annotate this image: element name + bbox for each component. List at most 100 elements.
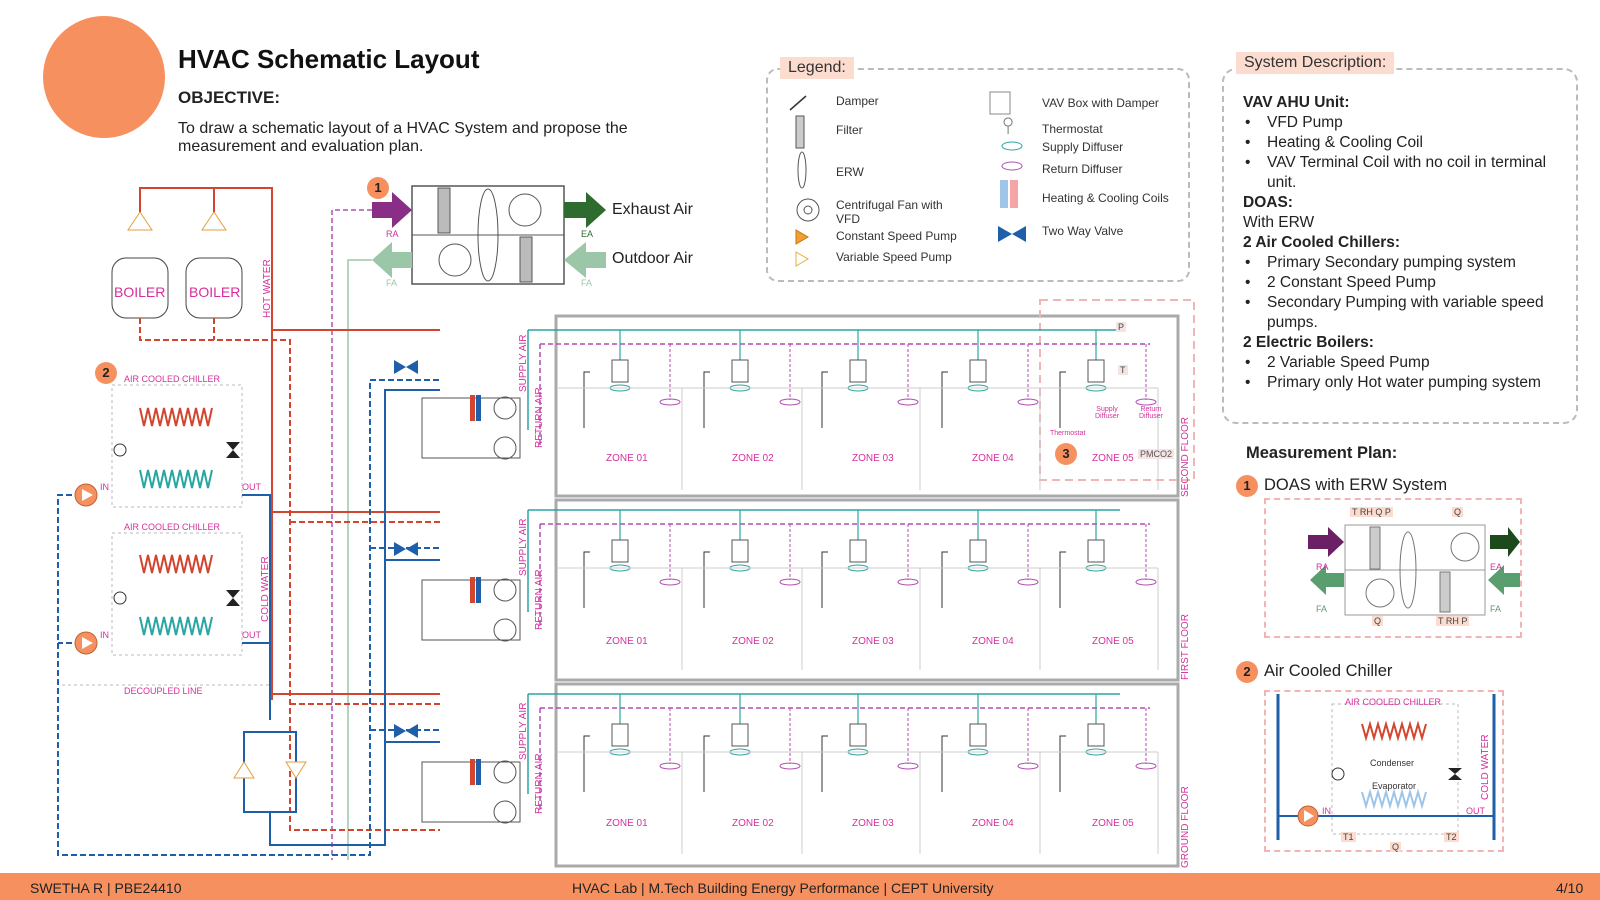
chiller-bullet: Secondary Pumping with variable speed pu… <box>1245 293 1573 333</box>
chiller-bullet: Primary Secondary pumping system <box>1245 253 1573 273</box>
zone-label: ZONE 04 <box>972 453 1014 464</box>
return-air-label-2: RETURN AIR <box>534 387 545 448</box>
floor-ahu-2 <box>421 395 521 460</box>
return-diffuser <box>897 578 919 586</box>
vav-box <box>849 723 867 747</box>
footer-course: HVAC Lab | M.Tech Building Energy Perfor… <box>572 880 994 896</box>
fa-label-2: FA <box>581 278 593 288</box>
mp-t2: T2 <box>1444 832 1459 842</box>
vav-box <box>1087 359 1105 383</box>
return-diffuser <box>659 578 681 586</box>
boiler-1: BOILER <box>114 284 166 300</box>
cold-water-label: COLD WATER <box>260 556 271 622</box>
legend-vav: VAV Box with Damper <box>1042 96 1159 110</box>
return-diffuser <box>659 398 681 406</box>
return-diffuser <box>1135 398 1157 406</box>
floor-label-first: FIRST FLOOR <box>1180 614 1191 680</box>
doas-tag-1: T RH Q P <box>1350 507 1393 517</box>
decoupled-line-label: DECOUPLED LINE <box>124 686 203 696</box>
thermostat-wire <box>941 371 948 428</box>
legend-constant-pump: Constant Speed Pump <box>836 229 957 243</box>
legend-variable-pump: Variable Speed Pump <box>836 250 952 264</box>
chiller-label-1: AIR COOLED CHILLER <box>124 374 221 384</box>
return-diffuser <box>897 398 919 406</box>
return-diffuser <box>1135 762 1157 770</box>
vav-box <box>611 723 629 747</box>
marker-3: 3 <box>1055 443 1077 465</box>
mp-q: Q <box>1390 842 1402 852</box>
marker-2: 2 <box>95 362 117 384</box>
zone-label: ZONE 04 <box>972 636 1014 647</box>
doas-measurement-box <box>1264 498 1522 638</box>
doas-text: With ERW <box>1243 214 1315 231</box>
t-tag: T <box>1118 365 1128 375</box>
vav-box <box>611 539 629 563</box>
vav-units <box>558 330 1159 854</box>
footer-bar <box>0 873 1600 900</box>
doas-ra: RA <box>1316 562 1329 572</box>
mp-condenser: Condenser <box>1370 758 1415 768</box>
legend-filter: Filter <box>836 123 863 137</box>
legend-fan: Centrifugal Fan with VFD <box>836 198 943 226</box>
measurement-plan-title: Measurement Plan: <box>1246 444 1398 462</box>
chiller-heading: 2 Air Cooled Chillers: <box>1243 234 1401 251</box>
marker-1: 1 <box>367 177 389 199</box>
return-diffuser <box>1017 762 1039 770</box>
zone-label: ZONE 03 <box>852 636 894 647</box>
legend-coils: Heating & Cooling Coils <box>1042 191 1169 205</box>
doas-heading: DOAS: <box>1243 194 1293 211</box>
zone-label: ZONE 02 <box>732 453 774 464</box>
decorative-circle <box>43 16 165 138</box>
legend-erw: ERW <box>836 165 864 179</box>
mp-chiller-label: AIR COOLED CHILLER <box>1345 697 1442 707</box>
thermostat-wire <box>703 551 710 608</box>
vav-box <box>1087 723 1105 747</box>
return-air-label-0: RETURN AIR <box>534 753 545 814</box>
objective-text: To draw a schematic layout of a HVAC Sys… <box>178 120 628 155</box>
in-label-1: IN <box>100 482 109 492</box>
thermostat-wire <box>1059 371 1066 428</box>
thermostat-wire <box>703 735 710 792</box>
legend-thermostat: Thermostat <box>1042 122 1103 136</box>
zone-label: ZONE 03 <box>852 453 894 464</box>
mp-item-chiller: Air Cooled Chiller <box>1264 662 1393 680</box>
thermostat-tag: Thermostat <box>1050 430 1086 437</box>
supply-air-label-0: SUPPLY AIR <box>518 702 529 760</box>
doas-measurement-diagram <box>1308 524 1520 616</box>
vav-box <box>849 359 867 383</box>
thermostat-wire <box>583 551 590 608</box>
doas-tag-3: Q <box>1372 616 1384 626</box>
out-label-2: OUT <box>242 630 261 640</box>
boiler-bullet: 2 Variable Speed Pump <box>1245 353 1573 373</box>
thermostat-wire <box>821 551 828 608</box>
doas-ea: EA <box>1490 562 1503 572</box>
zone-label: ZONE 01 <box>606 818 648 829</box>
outdoor-air-label: Outdoor Air <box>612 250 693 267</box>
zone-label: ZONE 05 <box>1092 818 1134 829</box>
chiller-measurement-box <box>1264 690 1504 852</box>
chiller-measurement-diagram <box>1276 694 1496 840</box>
fa-label-1: FA <box>386 278 398 288</box>
vav-box <box>731 723 749 747</box>
mp-in: IN <box>1322 806 1331 816</box>
thermostat-wire <box>583 735 590 792</box>
in-label-2: IN <box>100 630 109 640</box>
legend-return-diffuser: Return Diffuser <box>1042 162 1123 176</box>
supply-air-label-2: SUPPLY AIR <box>518 334 529 392</box>
mp-cold-water: COLD WATER <box>1480 734 1491 800</box>
zone-label: ZONE 04 <box>972 818 1014 829</box>
legend-supply-diffuser: Supply Diffuser <box>1042 140 1124 154</box>
vav-box <box>969 723 987 747</box>
vav-box <box>969 359 987 383</box>
zone-label: ZONE 05 <box>1092 636 1134 647</box>
boiler-2: BOILER <box>189 284 241 300</box>
footer-author: SWETHA R | PBE24410 <box>30 880 182 896</box>
vav-bullet: VFD Pump <box>1245 113 1573 133</box>
ea-label: EA <box>581 229 594 239</box>
mp-number-2: 2 <box>1236 661 1258 683</box>
thermostat-wire <box>1059 551 1066 608</box>
vav-heading: VAV AHU Unit: <box>1243 94 1350 111</box>
hot-water-label: HOT WATER <box>262 259 273 318</box>
system-description-title: System Description: <box>1236 52 1395 74</box>
legend-title: Legend: <box>780 57 854 79</box>
